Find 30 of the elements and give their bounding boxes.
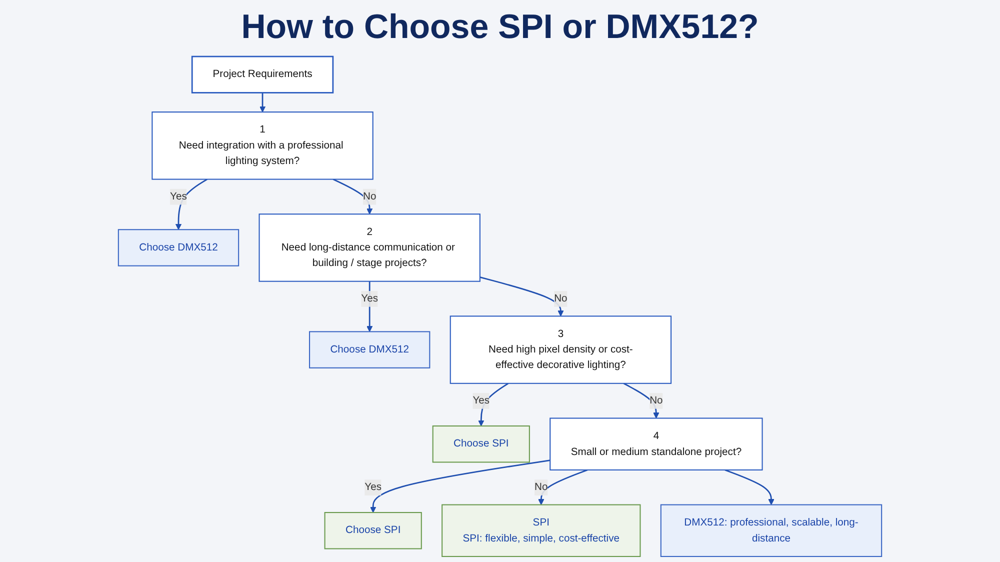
- arrow: [538, 469, 588, 506]
- arrow: [332, 178, 373, 214]
- title: How to Choose SPI or DMX512?: [241, 8, 759, 47]
- arrow: [366, 281, 373, 332]
- node-box: SPI SPI: flexible, simple, cost-effective: [442, 504, 641, 557]
- node-box: 3 Need high pixel density or cost-effective decorative lighting?: [450, 316, 672, 384]
- node-box: Project Requirements: [191, 56, 334, 94]
- edge-label: No: [650, 394, 663, 406]
- arrow: [480, 276, 564, 316]
- node-box: 1 Need integration with a professional lighting system?: [152, 112, 374, 180]
- node-box: Choose DMX512: [309, 331, 430, 368]
- edge-label: Yes: [170, 190, 187, 202]
- edge-label: No: [554, 292, 568, 304]
- arrow: [370, 460, 550, 513]
- arrow: [623, 382, 660, 418]
- arrow: [259, 92, 266, 112]
- node-box: 4 Small or medium standalone project?: [550, 418, 763, 470]
- node-box: DMX512: professional, scalable, long-distance: [660, 504, 882, 557]
- arrow: [478, 382, 509, 426]
- edge-label: Yes: [472, 394, 490, 406]
- node-box: Choose DMX512: [118, 229, 240, 266]
- edge-label: No: [534, 480, 548, 493]
- edge-label: Yes: [364, 480, 382, 493]
- edge-label: No: [362, 190, 376, 202]
- edge-label: Yes: [361, 292, 378, 304]
- node-box: Choose SPI: [324, 512, 422, 550]
- node-box: Choose SPI: [432, 425, 530, 463]
- arrow: [175, 178, 208, 230]
- arrow: [724, 469, 774, 506]
- node-box: 2 Need long-distance communication or building / stage projects?: [258, 214, 480, 282]
